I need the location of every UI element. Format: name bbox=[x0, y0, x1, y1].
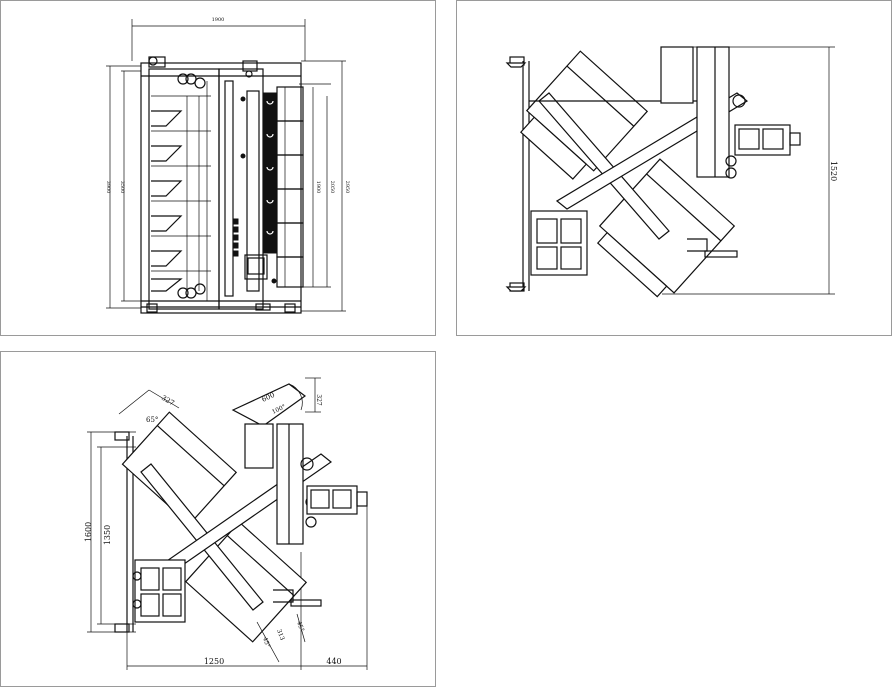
side-view-b-panel: 1600 1350 1250 440 327 65° 600 100° 327 bbox=[0, 351, 436, 687]
output-trays bbox=[276, 86, 304, 288]
dim-right-inner: 2050 bbox=[329, 181, 335, 194]
dim-left-outer: 3900 bbox=[105, 181, 111, 194]
control-box bbox=[306, 485, 358, 515]
dim-outlet-width: 440 bbox=[326, 657, 341, 666]
side-view-a-panel: 1520 bbox=[456, 0, 892, 336]
dim-inner-height: 1350 bbox=[103, 525, 112, 545]
dim-right-small: 1900 bbox=[315, 181, 321, 194]
front-view-panel: 1900 3900 3500 1900 2050 2950 bbox=[0, 0, 436, 336]
side-view-a-drawing: 1520 bbox=[505, 46, 838, 298]
dim-outlet-a: 313 bbox=[275, 628, 286, 641]
control-screen bbox=[244, 254, 268, 280]
dim-base-width: 1250 bbox=[204, 657, 224, 666]
dim-top-width: 1900 bbox=[212, 17, 225, 23]
dim-right-outer: 2950 bbox=[344, 181, 350, 194]
chute-column bbox=[151, 81, 211, 301]
dim-top-angle: 65° bbox=[146, 416, 158, 424]
dim-hopper-side: 327 bbox=[315, 394, 322, 406]
dim-top-chute: 327 bbox=[160, 394, 176, 408]
dim-outlet-angle-a: 45° bbox=[261, 636, 271, 648]
front-view-drawing: 1900 3900 3500 1900 2050 2950 bbox=[105, 17, 350, 314]
dim-height: 1520 bbox=[829, 161, 838, 181]
side-view-b-drawing: 1600 1350 1250 440 327 65° 600 100° 327 bbox=[84, 377, 368, 670]
dim-left-inner: 3500 bbox=[119, 181, 125, 194]
ejector-panel bbox=[262, 92, 278, 254]
dim-overall-height: 1600 bbox=[84, 522, 93, 542]
lower-panel bbox=[134, 559, 186, 623]
dim-outlet-angle-b: 45° bbox=[295, 620, 305, 632]
